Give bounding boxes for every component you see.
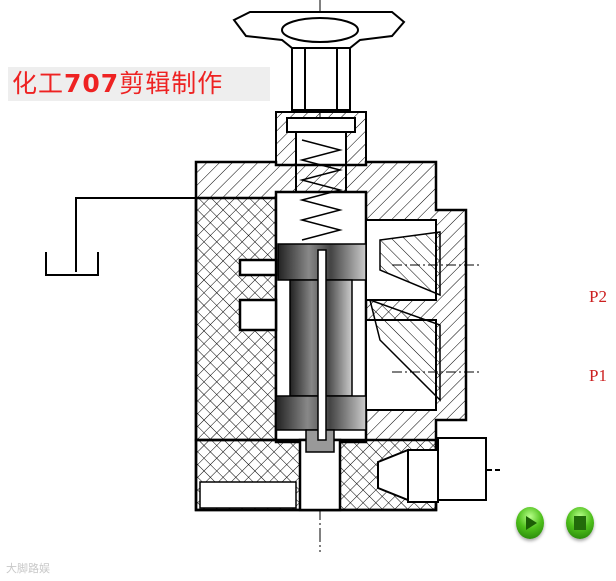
spool bbox=[275, 243, 367, 453]
port-centerlines bbox=[392, 264, 482, 373]
watermark: 大脚路娱 bbox=[6, 562, 50, 575]
play-icon bbox=[526, 516, 537, 530]
handwheel bbox=[232, 11, 406, 111]
port-label-p1: P1 bbox=[589, 366, 607, 385]
title-number: 707 bbox=[64, 69, 120, 98]
title-suffix: 剪辑制作 bbox=[119, 69, 224, 98]
tank-symbol bbox=[45, 197, 196, 276]
spring bbox=[299, 139, 343, 241]
play-button[interactable] bbox=[516, 507, 544, 539]
title-banner: 化工707剪辑制作 bbox=[8, 67, 270, 101]
bottom-fitting bbox=[377, 437, 500, 503]
stop-icon bbox=[574, 516, 586, 530]
port-label-p2: P2 bbox=[589, 287, 607, 306]
stop-button[interactable] bbox=[566, 507, 594, 539]
title-prefix: 化工 bbox=[12, 69, 65, 98]
